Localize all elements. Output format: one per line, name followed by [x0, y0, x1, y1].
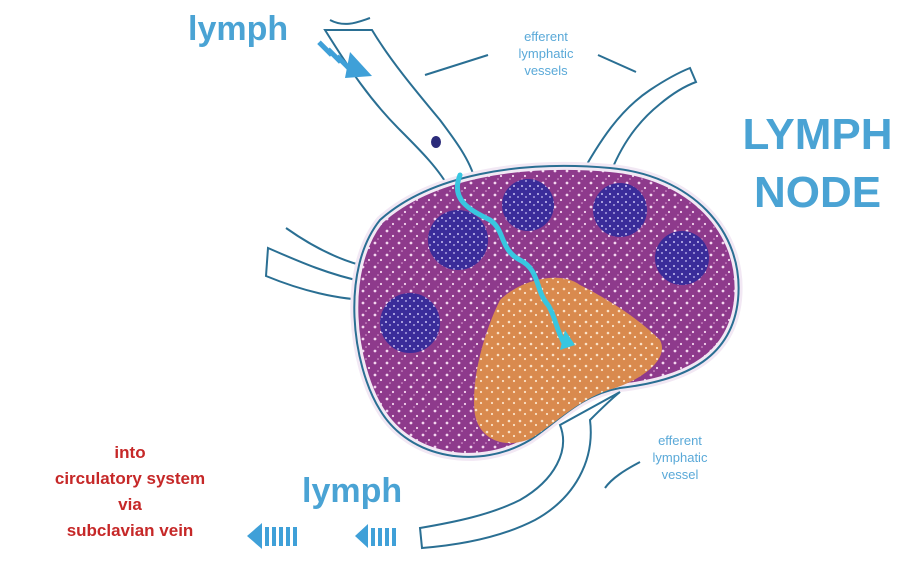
efferent-label-line: lymphatic: [630, 449, 730, 466]
lymphoid-follicle: [380, 293, 440, 353]
efferent-vessels-label: efferent lymphatic vessels: [496, 28, 596, 79]
circulation-label-line: circulatory system: [20, 466, 240, 492]
title-line-1: LYMPH: [730, 106, 905, 164]
circulation-label-line: subclavian vein: [20, 518, 240, 544]
efferent-vessel-label: efferent lymphatic vessel: [630, 432, 730, 483]
lymphoid-follicle: [593, 183, 647, 237]
title-line-2: NODE: [730, 164, 905, 222]
striped-arrow-left-icon: [355, 524, 396, 548]
striped-arrow-left-icon: [247, 523, 297, 549]
leader-line-efferent-top-left: [425, 55, 488, 75]
leader-line-efferent-top-right: [598, 55, 636, 72]
lymph-label-top: lymph: [188, 10, 288, 49]
circulation-label-line: into: [20, 440, 240, 466]
efferent-label-line: lymphatic: [496, 45, 596, 62]
circulation-label: into circulatory system via subclavian v…: [20, 440, 240, 544]
lymphocyte-dot: [431, 136, 441, 148]
efferent-label-line: efferent: [496, 28, 596, 45]
lymphoid-follicle: [428, 210, 488, 270]
diagram-title: LYMPH NODE: [730, 106, 905, 222]
circulation-label-line: via: [20, 492, 240, 518]
lymphoid-follicle: [502, 179, 554, 231]
efferent-label-line: efferent: [630, 432, 730, 449]
efferent-label-line: vessel: [630, 466, 730, 483]
lymphoid-follicle: [655, 231, 709, 285]
efferent-label-line: vessels: [496, 62, 596, 79]
lymph-label-bottom: lymph: [302, 472, 402, 511]
afferent-vessel-top: [325, 30, 475, 190]
